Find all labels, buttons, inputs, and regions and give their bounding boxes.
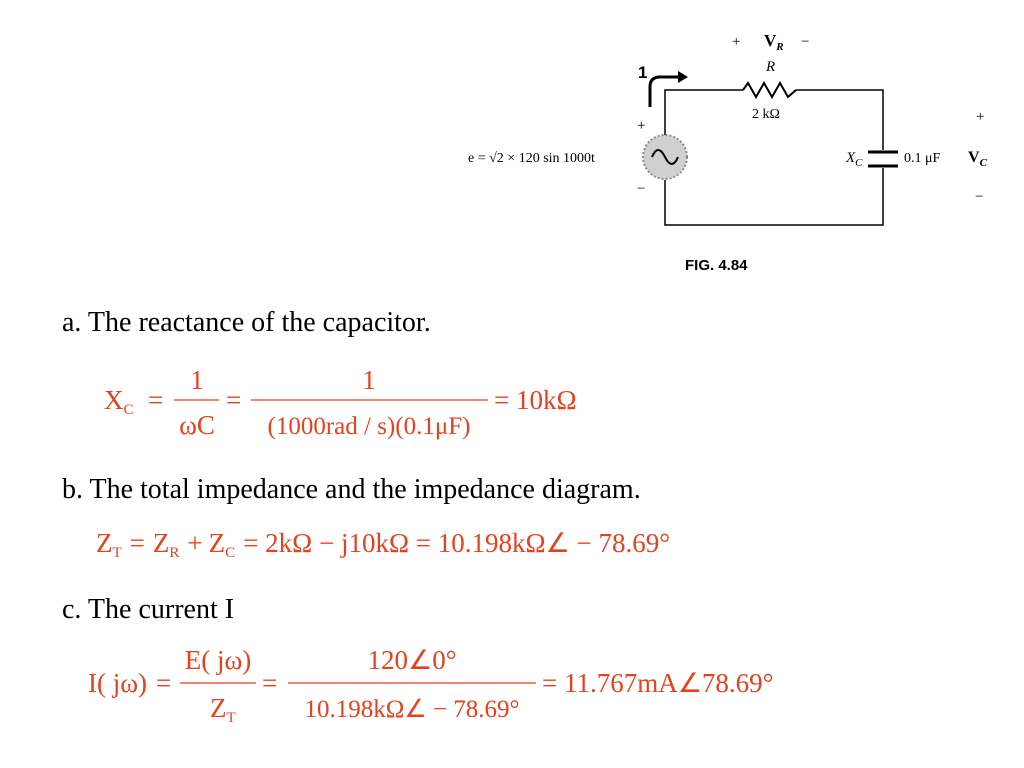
current-symbol: I( jω) (88, 668, 147, 698)
source-plus: + (637, 118, 645, 134)
fraction-denominator: ZT (210, 693, 236, 726)
resistor-label: R (765, 59, 775, 75)
equals-sign: = (226, 385, 241, 415)
vr-plus: + (732, 34, 740, 50)
fraction-numerator: 120∠0° (367, 645, 456, 675)
capacitor-label: XC (845, 150, 863, 169)
sine-wave-icon (651, 149, 679, 165)
capacitor-value: 0.1 μF (904, 151, 941, 166)
wire-bottom (664, 168, 884, 226)
fraction-denominator: ωC (179, 410, 215, 440)
part-a-heading: a. The reactance of the capacitor. (62, 307, 431, 338)
equals-sign: = (156, 668, 171, 698)
fraction-numerator: E( jω) (185, 645, 252, 675)
vr-label: VR (764, 31, 784, 53)
wire-top-right (796, 89, 884, 150)
total-impedance-equation: ZT=ZR+ZC= 2kΩ − j10kΩ = 10.198kΩ∠ − 78.6… (96, 528, 670, 561)
vr-minus: − (801, 34, 809, 50)
part-b-heading: b. The total impedance and the impedance… (62, 474, 641, 505)
circuit-wires (664, 89, 884, 226)
vc-minus: − (975, 189, 983, 205)
equals-sign: = (148, 385, 163, 415)
fraction-denominator: (1000rad / s)(0.1μF) (268, 413, 471, 440)
wire-top-left (664, 89, 743, 135)
source-expression: e = √2 × 120 sin 1000t (468, 151, 595, 166)
vc-label: VC (968, 149, 988, 169)
figure-caption: FIG. 4.84 (685, 257, 748, 274)
part-c-heading: c. The current I (62, 594, 235, 625)
fraction-denominator: 10.198kΩ∠ − 78.69° (304, 696, 519, 723)
resistor-symbol (742, 80, 797, 100)
current-arrowhead (678, 71, 688, 83)
fraction-numerator: 1 (190, 365, 204, 395)
resistor-value: 2 kΩ (752, 107, 780, 122)
xc-symbol: XC (104, 385, 134, 418)
current-arrow-icon (648, 75, 678, 107)
fraction-numerator: 1 (362, 365, 376, 395)
equals-sign: = (262, 668, 277, 698)
result-value: = 10kΩ (494, 385, 577, 415)
circuit-diagram: 1 + VR − R 2 kΩ + e = √2 × 120 sin 1000t… (468, 31, 988, 274)
result-value: = 11.767mA∠78.69° (542, 668, 773, 698)
source-minus: − (637, 181, 645, 197)
current-number: 1 (638, 63, 647, 82)
vc-plus: + (976, 109, 984, 125)
